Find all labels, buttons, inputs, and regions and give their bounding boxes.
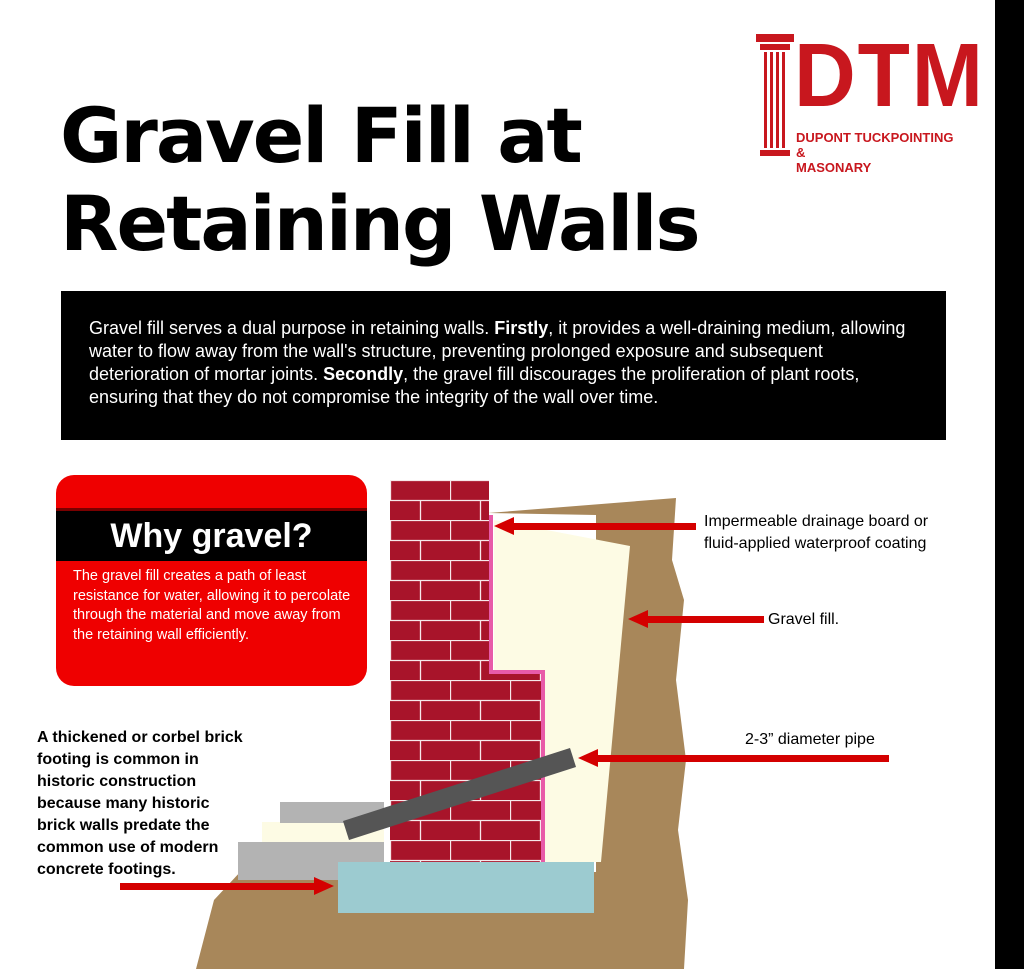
- label-footing: A thickened or corbel brick footing is c…: [37, 729, 243, 878]
- brick-wall: [390, 480, 541, 862]
- title-line-2: Retaining Walls: [60, 179, 701, 268]
- logo-company-name: DUPONT TUCKPOINTING & MASONARY: [796, 130, 962, 175]
- concrete-footing: [338, 862, 594, 913]
- logo-line-2: MASONARY: [796, 160, 872, 175]
- label-drainage-line-1: Impermeable drainage board or: [704, 513, 929, 530]
- why-gravel-heading: Why gravel?: [56, 508, 367, 561]
- logo-line-1: DUPONT TUCKPOINTING &: [796, 130, 954, 160]
- intro-secondly: Secondly: [323, 364, 404, 384]
- label-drainage-line-2: fluid-applied waterproof coating: [704, 535, 927, 552]
- intro-text-3: , the gravel fill discourages the prolif…: [89, 364, 860, 407]
- intro-text-2: , it provides a well-draining medium, al…: [89, 318, 906, 384]
- drain-pipe: [343, 748, 576, 840]
- why-gravel-body: The gravel fill creates a path of least …: [73, 568, 351, 643]
- dtm-logo: DTM DUPONT TUCKPOINTING & MASONARY: [756, 26, 983, 175]
- page-title: Gravel Fill at Retaining Walls: [60, 91, 701, 268]
- label-drainage-board: Impermeable drainage board or fluid-appl…: [704, 511, 928, 555]
- logo-letters: DTM: [794, 26, 985, 126]
- label-gravel-fill: Gravel fill.: [768, 611, 840, 628]
- column-icon: [756, 34, 794, 156]
- intro-box: Gravel fill serves a dual purpose in ret…: [61, 291, 946, 440]
- label-pipe: 2-3” diameter pipe: [745, 731, 875, 748]
- intro-firstly: Firstly: [494, 318, 549, 338]
- gravel-fill: [494, 520, 630, 862]
- arrow-pipe: [578, 749, 889, 767]
- arrow-gravel-fill: [628, 610, 764, 628]
- why-gravel-card: Why gravel? The gravel fill creates a pa…: [56, 475, 367, 686]
- right-edge-bar: [995, 0, 1024, 969]
- intro-text-1: Gravel fill serves a dual purpose in ret…: [89, 318, 495, 338]
- arrow-footing: [120, 877, 334, 895]
- retaining-wall-diagram: [120, 480, 889, 969]
- title-line-1: Gravel Fill at: [60, 91, 583, 180]
- arrow-drainage-board: [494, 517, 696, 535]
